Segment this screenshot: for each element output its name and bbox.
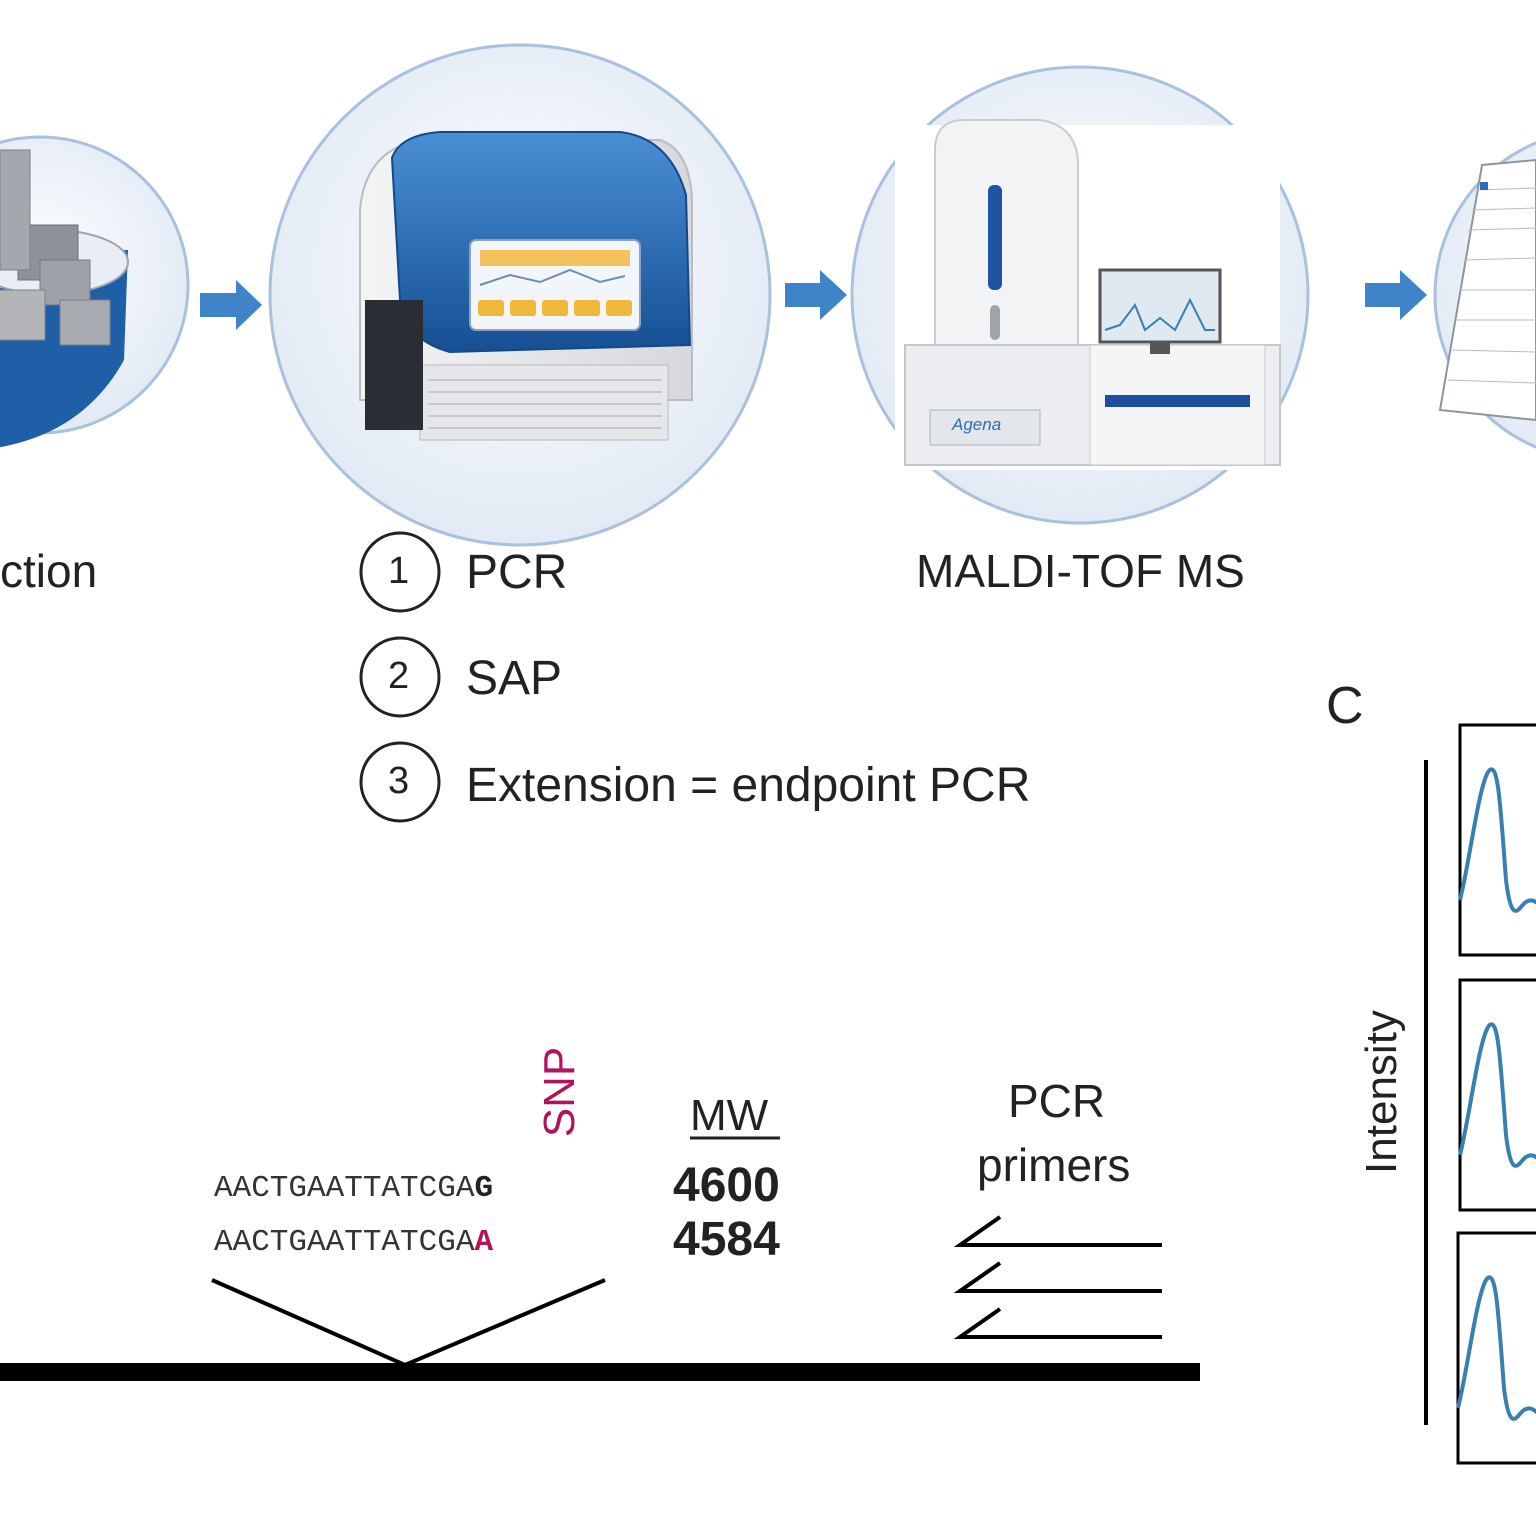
snp-label: SNP xyxy=(535,1046,585,1138)
spectrum-box-2 xyxy=(1458,978,1536,1212)
extraction-robot-illustration xyxy=(0,149,129,448)
results-sheet-illustration xyxy=(1438,158,1536,422)
pcr-step-2-text: SAP xyxy=(466,652,563,705)
workflow-arrows xyxy=(200,270,1427,330)
pcr-step-1-text: PCR xyxy=(466,546,568,599)
allele-g-prefix: AACTGAATTATCGA xyxy=(214,1171,475,1206)
panel-c-y-axis-label: Intensity xyxy=(1356,1010,1406,1174)
pcr-step-3-number: 3 xyxy=(388,760,410,802)
pcr-step-3-text: Extension = endpoint PCR xyxy=(466,759,1031,812)
step-number-circle-1 xyxy=(359,531,441,613)
mw-header: MW xyxy=(690,1091,769,1140)
snp-zoom-lines xyxy=(211,1278,606,1368)
spectrum-box-3 xyxy=(1456,1231,1536,1465)
extraction-step-label: ction xyxy=(0,545,98,597)
spectrum-trace-2 xyxy=(1458,1022,1536,1168)
instrument-brand-label: Agena xyxy=(952,415,1002,434)
spectrum-trace-1 xyxy=(1458,767,1536,913)
allele-a-base: A xyxy=(474,1225,494,1260)
allele-a-sequence: AACTGAATTATCGAA xyxy=(214,1227,493,1258)
maldi-instrument-illustration xyxy=(895,119,1281,470)
pcr-primers-label-line2: primers xyxy=(977,1139,1131,1191)
step-number-circle-3 xyxy=(359,741,441,823)
spectrum-trace-3 xyxy=(1456,1275,1536,1421)
allele-g-sequence: AACTGAATTATCGAG xyxy=(214,1173,493,1204)
arrow-extraction-to-pcr xyxy=(200,280,262,330)
thermal-cycler-illustration xyxy=(359,131,693,441)
allele-a-prefix: AACTGAATTATCGA xyxy=(214,1225,475,1260)
spectrum-panels xyxy=(1456,723,1536,1465)
step-number-circle-2 xyxy=(359,636,441,718)
spectrum-box-1 xyxy=(1458,723,1536,957)
pcr-primers-glyphs xyxy=(953,1215,1162,1339)
allele-g-mw: 4600 xyxy=(673,1159,780,1212)
pcr-step-2-number: 2 xyxy=(388,655,410,697)
arrow-pcr-to-maldi xyxy=(785,270,847,320)
pcr-primers-label-line1: PCR xyxy=(1008,1075,1106,1127)
allele-g-base: G xyxy=(474,1171,494,1206)
pcr-step-1-number: 1 xyxy=(388,550,410,592)
arrow-maldi-to-analysis xyxy=(1365,270,1427,320)
maldi-step-label: MALDI-TOF MS xyxy=(916,545,1245,597)
allele-a-mw: 4584 xyxy=(673,1213,780,1266)
panel-c-letter: C xyxy=(1326,677,1364,735)
